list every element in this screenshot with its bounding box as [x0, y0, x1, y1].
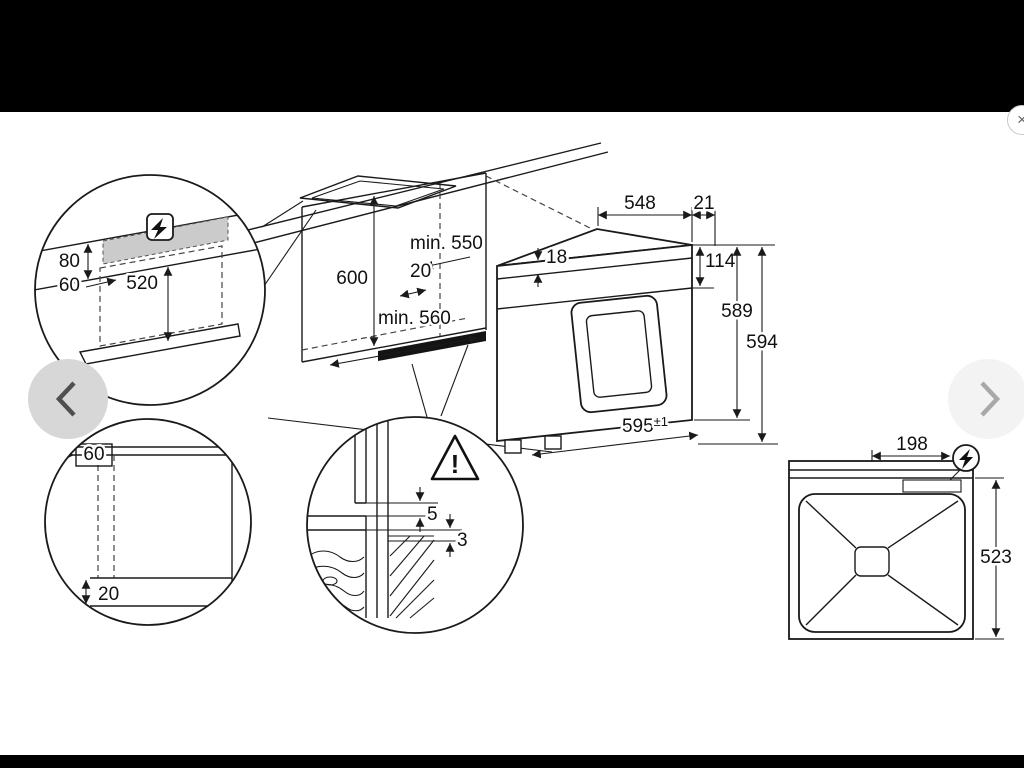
warning-icon: ! [430, 434, 480, 481]
dim-594-label: 594 [746, 332, 778, 353]
dim-20-label: 20 [410, 261, 431, 282]
dim-min550-label: min. 550 [410, 233, 483, 254]
chevron-right-icon [980, 381, 1001, 417]
dim-3-label: 3 [457, 530, 468, 551]
dim-80-label: 80 [59, 251, 80, 272]
prev-button[interactable] [28, 359, 108, 439]
terminal-box [902, 479, 962, 493]
chevron-left-icon [55, 381, 76, 417]
dim-60-box [75, 443, 113, 467]
dim-595-label: 595±1 [622, 414, 668, 437]
next-button[interactable] [948, 359, 1024, 439]
plinth-detail-callout: 5 3 ! [306, 416, 524, 634]
dim-198-label: 198 [896, 434, 928, 455]
corner-detail-callout: 60 20 [44, 418, 252, 626]
rear-view-drawing: 198 523 [788, 432, 1014, 640]
dim-520-label: 520 [126, 273, 158, 294]
dim-21-label: 21 [693, 193, 714, 214]
power-connection-icon [949, 444, 980, 481]
power-connection-icon [146, 213, 174, 241]
warning-mark: ! [451, 449, 460, 479]
dim-523-label: 523 [980, 547, 1012, 568]
letterbox-bottom [0, 755, 1024, 768]
worktop-detail-callout: 80 60 520 [34, 174, 266, 406]
dim-548-label: 548 [624, 193, 656, 214]
letterbox-top [0, 0, 1024, 112]
dim-min560-label: min. 560 [378, 308, 451, 329]
dim-18-label: 18 [546, 247, 567, 268]
close-icon: × [1017, 110, 1024, 129]
dim-589-label: 589 [721, 301, 753, 322]
oven-foot [504, 439, 522, 454]
dim-5-label: 5 [427, 504, 438, 525]
dim-corner-60-label: 60 [83, 444, 104, 465]
dim-60-label: 60 [59, 275, 80, 296]
dim-114-label: 114 [705, 251, 736, 272]
dim-corner-20-label: 20 [98, 584, 119, 605]
oven-drawing [496, 228, 693, 454]
oven-door-glass [585, 310, 653, 398]
niche-dimensions: 600 min. 550 20 min. 560 [329, 196, 485, 368]
dim-600-label: 600 [336, 268, 368, 289]
oven-dimensions: 548 21 18 114 589 594 595±1 [531, 191, 781, 459]
oven-foot [544, 435, 562, 450]
cooktop-cutout [299, 175, 457, 209]
